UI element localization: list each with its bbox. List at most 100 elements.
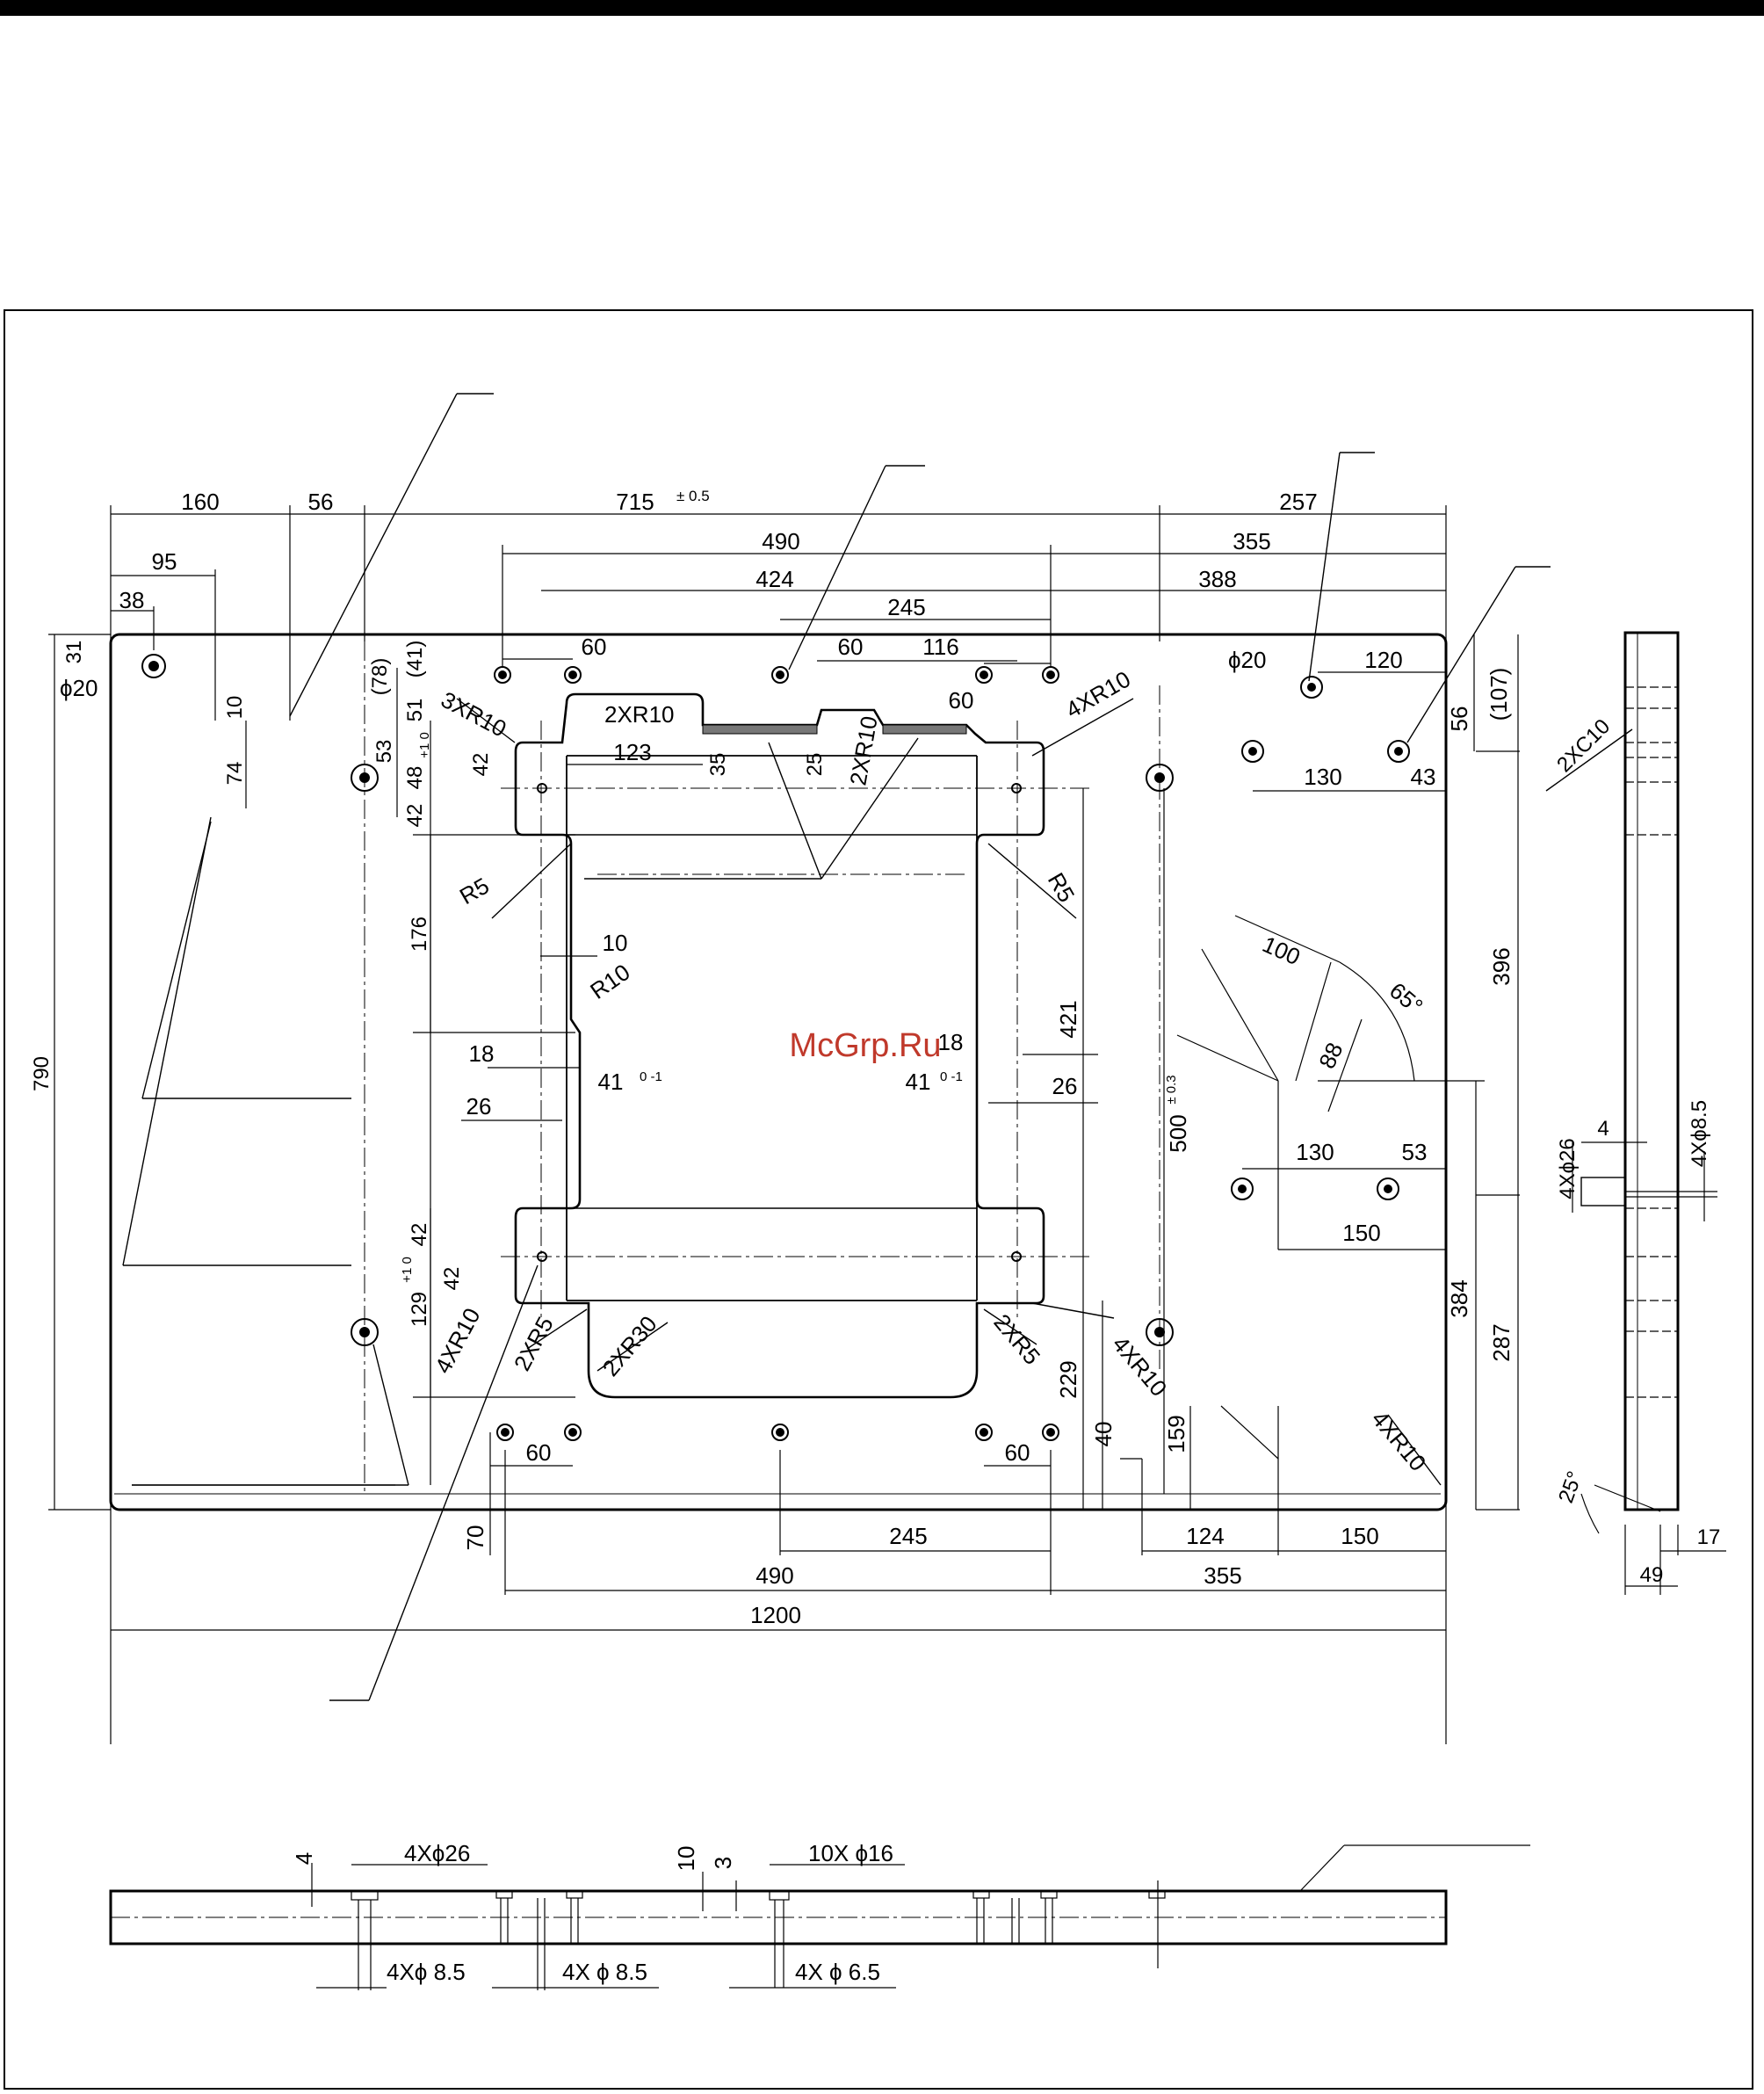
dim-53-mid: 53: [1402, 1139, 1428, 1165]
section-callout-10xphi16: 10X ϕ16: [808, 1840, 893, 1866]
dim-43: 43: [1411, 764, 1436, 790]
hole-mount-br: [1146, 1318, 1174, 1346]
side-dim-4: 4: [1597, 1117, 1609, 1141]
callout-2xr30: 2XR30: [597, 1311, 662, 1381]
side-view: 2XC10 4Xϕ26 4 4Xϕ8.5 25° 17 49: [1545, 631, 1726, 1595]
dim-74: 74: [223, 762, 247, 786]
dim-18-right: 18: [938, 1029, 964, 1055]
dim-41-left-tol: 0 -1: [640, 1069, 662, 1084]
dim-70: 70: [462, 1525, 488, 1551]
dim-41-right: 41: [906, 1069, 931, 1095]
section-callout-4xphi85-a: 4Xϕ 8.5: [387, 1959, 466, 1985]
drawing-frame: [4, 309, 1753, 2090]
callout-4xr10-bl: 4XR10: [430, 1304, 486, 1378]
dim-176: 176: [408, 917, 431, 952]
callout-4xr10-corner: 4XR10: [1366, 1406, 1431, 1476]
dim-56-right: 56: [1446, 706, 1472, 732]
dim-53: 53: [372, 740, 396, 764]
callout-4xr10-tr: 4XR10: [1061, 665, 1135, 723]
dim-384: 384: [1446, 1279, 1472, 1317]
dim-715-tol: ± 0.5: [676, 488, 710, 504]
side-dim-49: 49: [1640, 1563, 1664, 1587]
section-callout-4xphi26: 4Xϕ26: [404, 1840, 470, 1866]
central-cutout: [514, 692, 1045, 1399]
dim-78: (78): [368, 658, 392, 696]
section-dim-4: 4: [291, 1852, 317, 1865]
hole-mount-tr: [1146, 764, 1174, 792]
callout-4xr10-br: 4XR10: [1107, 1331, 1172, 1402]
dim-10-left: 10: [223, 696, 247, 720]
dim-48: 48: [403, 766, 427, 790]
dim-56-top: 56: [308, 489, 334, 515]
dim-396: 396: [1488, 947, 1515, 985]
top-black-bar: [0, 0, 1764, 16]
dim-18-left: 18: [469, 1040, 495, 1067]
dim-159: 159: [1163, 1415, 1189, 1453]
dim-129: 129: [408, 1292, 431, 1327]
dim-41-left: 41: [598, 1069, 624, 1095]
dim-116: 116: [922, 634, 958, 660]
side-callout-4xphi26: 4Xϕ26: [1556, 1138, 1580, 1199]
dim-421: 421: [1055, 1000, 1081, 1038]
section-dim-10: 10: [673, 1846, 699, 1872]
section-callout-4xphi65: 4X ϕ 6.5: [795, 1959, 880, 1985]
dim-287: 287: [1488, 1323, 1515, 1361]
callout-r5-left: R5: [455, 873, 494, 910]
dim-60-a: 60: [582, 634, 607, 660]
dim-160: 160: [181, 489, 219, 515]
dim-48-tol: +1 0: [417, 732, 432, 758]
callout-2xr5-right: 2XR5: [988, 1309, 1045, 1370]
callout-phi20-right: ϕ20: [1228, 647, 1266, 673]
dim-41-paren: (41): [403, 641, 427, 678]
dim-257: 257: [1279, 489, 1317, 515]
callout-2xr10-mid: 2XR10: [844, 714, 882, 788]
dim-26-right: 26: [1052, 1073, 1078, 1099]
dim-715: 715: [616, 489, 654, 515]
dim-26-left: 26: [466, 1093, 492, 1119]
dim-500: 500: [1165, 1114, 1191, 1152]
dim-124: 124: [1186, 1523, 1224, 1549]
dim-388: 388: [1198, 566, 1236, 592]
hole-mount-tl: [351, 764, 379, 792]
dim-10-inner: 10: [603, 930, 628, 956]
watermark: McGrp.Ru: [789, 1027, 941, 1064]
dim-355-bottom: 355: [1204, 1562, 1241, 1589]
dim-130-mid: 130: [1296, 1139, 1334, 1165]
dim-60-bottom-left: 60: [526, 1439, 552, 1466]
dim-35: 35: [706, 753, 730, 777]
dim-95: 95: [152, 548, 177, 575]
dim-51: 51: [403, 699, 427, 722]
dim-355-top: 355: [1233, 528, 1270, 554]
dim-42-b: 42: [403, 804, 427, 828]
callout-r10: R10: [585, 959, 634, 1004]
dim-500-tol: ± 0.3: [1164, 1075, 1179, 1104]
side-callout-4xphi85: 4Xϕ8.5: [1688, 1100, 1711, 1167]
plate-outline: [109, 633, 1448, 1511]
dim-150-bottom: 150: [1341, 1523, 1378, 1549]
dim-120: 120: [1364, 647, 1402, 673]
dim-42-d: 42: [440, 1267, 464, 1291]
dim-42-c: 42: [408, 1223, 431, 1247]
dim-41-right-tol: 0 -1: [940, 1069, 963, 1084]
plan-view: 160 56 715 ± 0.5 257 95 38 490 355 424 3…: [30, 393, 1551, 1744]
section-view: 4 4Xϕ26 10 3 10X ϕ16 4Xϕ 8.5 4X ϕ 8.5 4X…: [109, 1840, 1530, 1990]
section-callout-4xphi85-b: 4X ϕ 8.5: [562, 1959, 647, 1985]
dim-38: 38: [119, 587, 145, 613]
dim-65-deg: 65°: [1384, 977, 1428, 1019]
dim-490-top: 490: [762, 528, 799, 554]
dim-40: 40: [1090, 1422, 1117, 1447]
callout-3xr10: 3XR10: [437, 686, 510, 743]
dim-130-top: 130: [1304, 764, 1341, 790]
hole-mount-bl: [351, 1318, 379, 1346]
callout-2xr10-top: 2XR10: [604, 701, 675, 728]
dim-31: 31: [62, 641, 86, 664]
callout-phi20-left: ϕ20: [60, 675, 98, 701]
hole-phi20-left: [141, 654, 166, 678]
dim-42-a: 42: [469, 753, 493, 777]
dim-790: 790: [30, 1056, 54, 1091]
dim-150-mid: 150: [1342, 1220, 1380, 1246]
dim-60-b: 60: [838, 634, 864, 660]
dim-123: 123: [613, 739, 651, 765]
side-profile: [1623, 631, 1680, 1511]
